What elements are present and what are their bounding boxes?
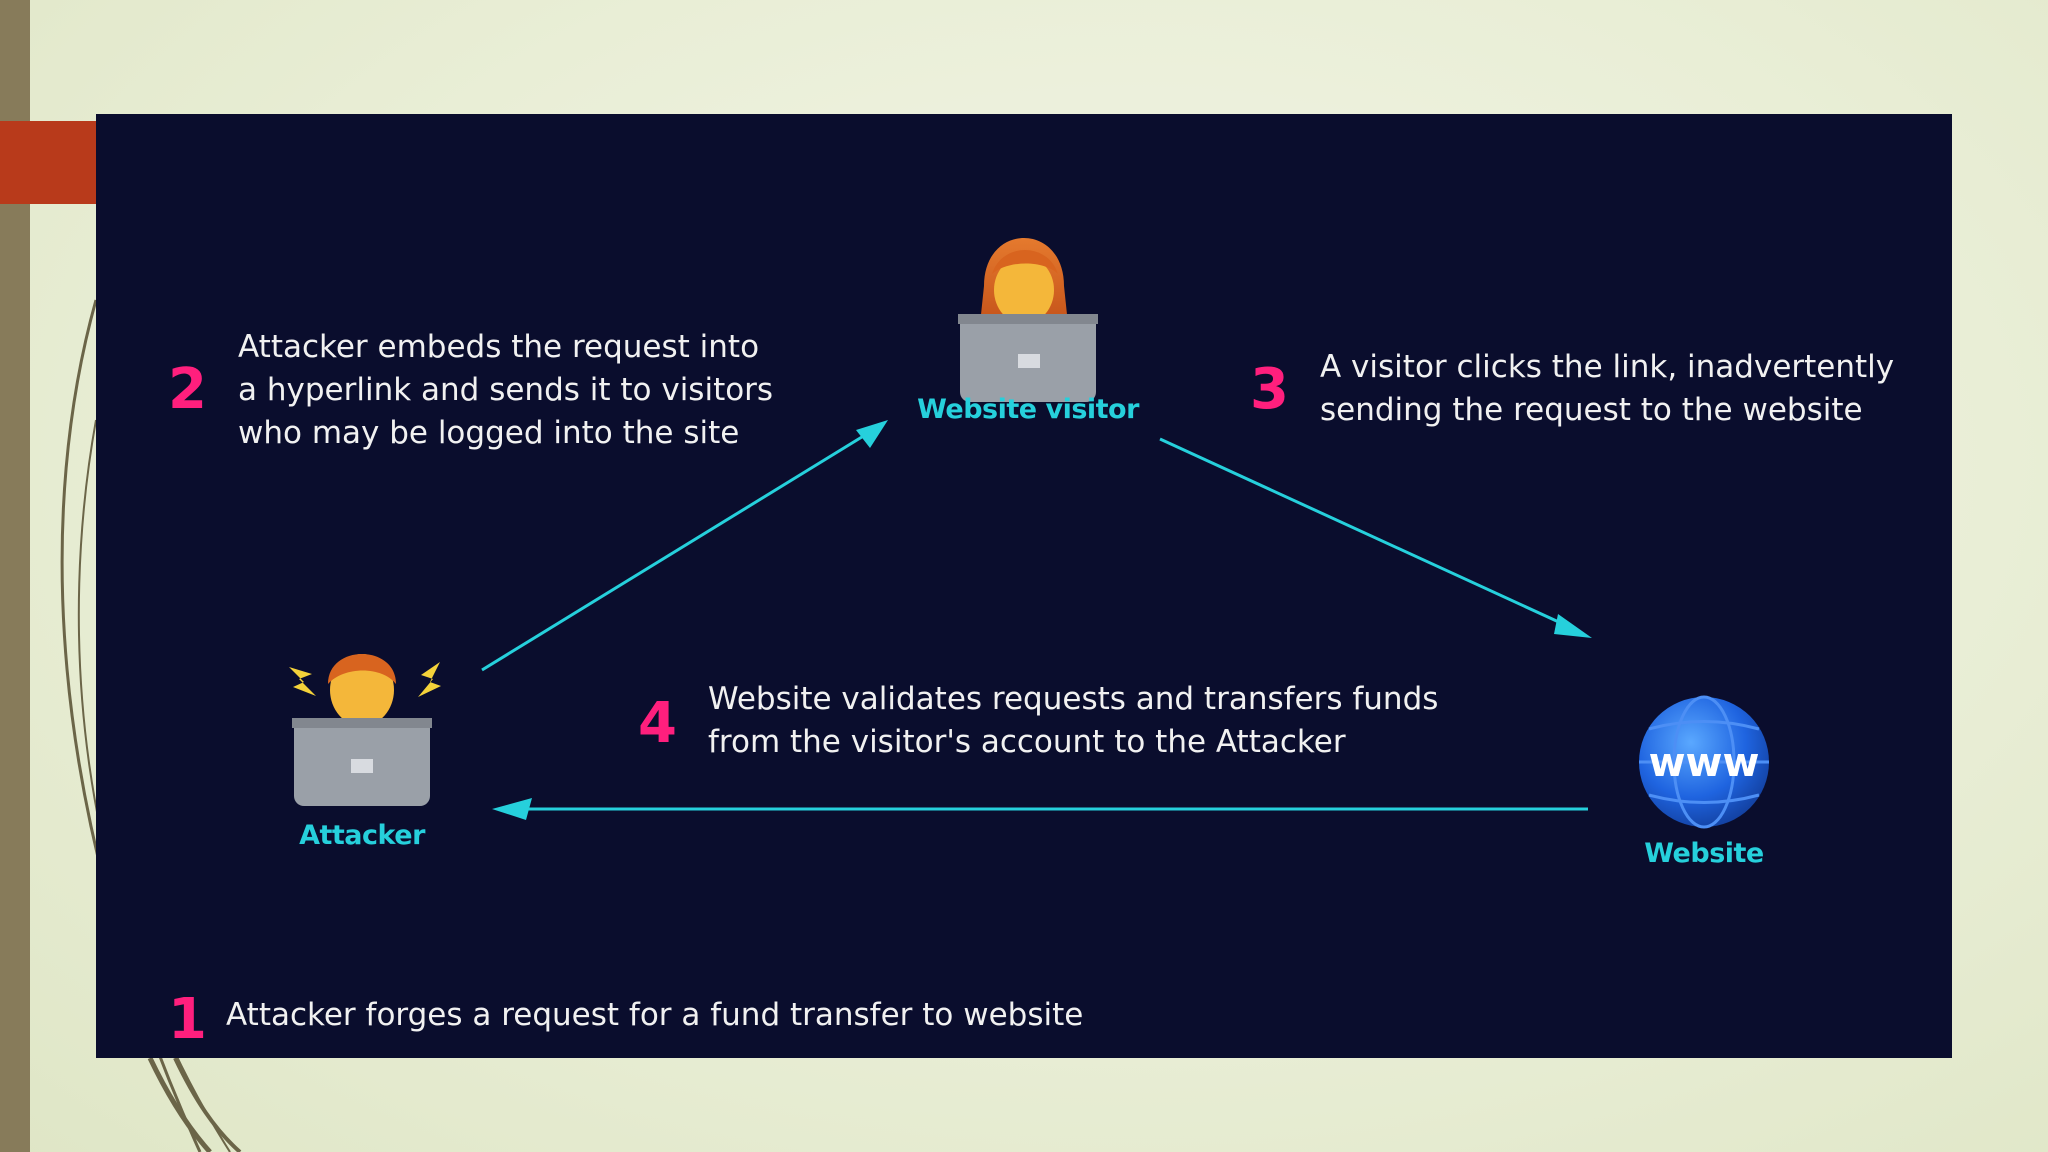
step-4-line: Website validates requests and transfers… bbox=[708, 681, 1439, 717]
step-2-line: Attacker embeds the request into bbox=[238, 329, 760, 365]
website-label: Website bbox=[1644, 838, 1764, 869]
www-text: www bbox=[1649, 740, 1760, 786]
step-3-text: A visitor clicks the link, inadvertently… bbox=[1320, 346, 1894, 432]
step-1-text: Attacker forges a request for a fund tra… bbox=[226, 997, 1084, 1033]
arrow-website-to-attacker bbox=[492, 798, 1588, 820]
slide-accent-block bbox=[0, 121, 96, 204]
visitor-label: Website visitor bbox=[917, 394, 1139, 425]
step-3-line: sending the request to the website bbox=[1320, 392, 1863, 428]
step-2-number: 2 bbox=[168, 357, 207, 422]
visitor-laptop-icon bbox=[958, 238, 1098, 402]
attacker-label: Attacker bbox=[299, 820, 425, 851]
step-4-number: 4 bbox=[638, 691, 677, 756]
step-3-number: 3 bbox=[1250, 357, 1289, 422]
diagram-graphics: www bbox=[289, 238, 1769, 829]
step-1-number: 1 bbox=[168, 987, 207, 1052]
www-globe-icon: www bbox=[1639, 695, 1769, 829]
step-2-text: Attacker embeds the request into a hyper… bbox=[238, 326, 773, 455]
attacker-laptop-icon bbox=[289, 654, 441, 806]
arrow-attacker-to-visitor bbox=[481, 420, 888, 672]
step-4-text: Website validates requests and transfers… bbox=[708, 678, 1438, 764]
csrf-diagram: www Website visitor Attacker Website 2 A… bbox=[96, 114, 1952, 1058]
step-2-line: who may be logged into the site bbox=[238, 415, 740, 451]
step-2-line: a hyperlink and sends it to visitors bbox=[238, 372, 774, 408]
step-3-line: A visitor clicks the link, inadvertently bbox=[1320, 349, 1895, 385]
step-4-line: from the visitor's account to the Attack… bbox=[708, 724, 1346, 760]
arrow-visitor-to-website bbox=[1159, 437, 1592, 638]
